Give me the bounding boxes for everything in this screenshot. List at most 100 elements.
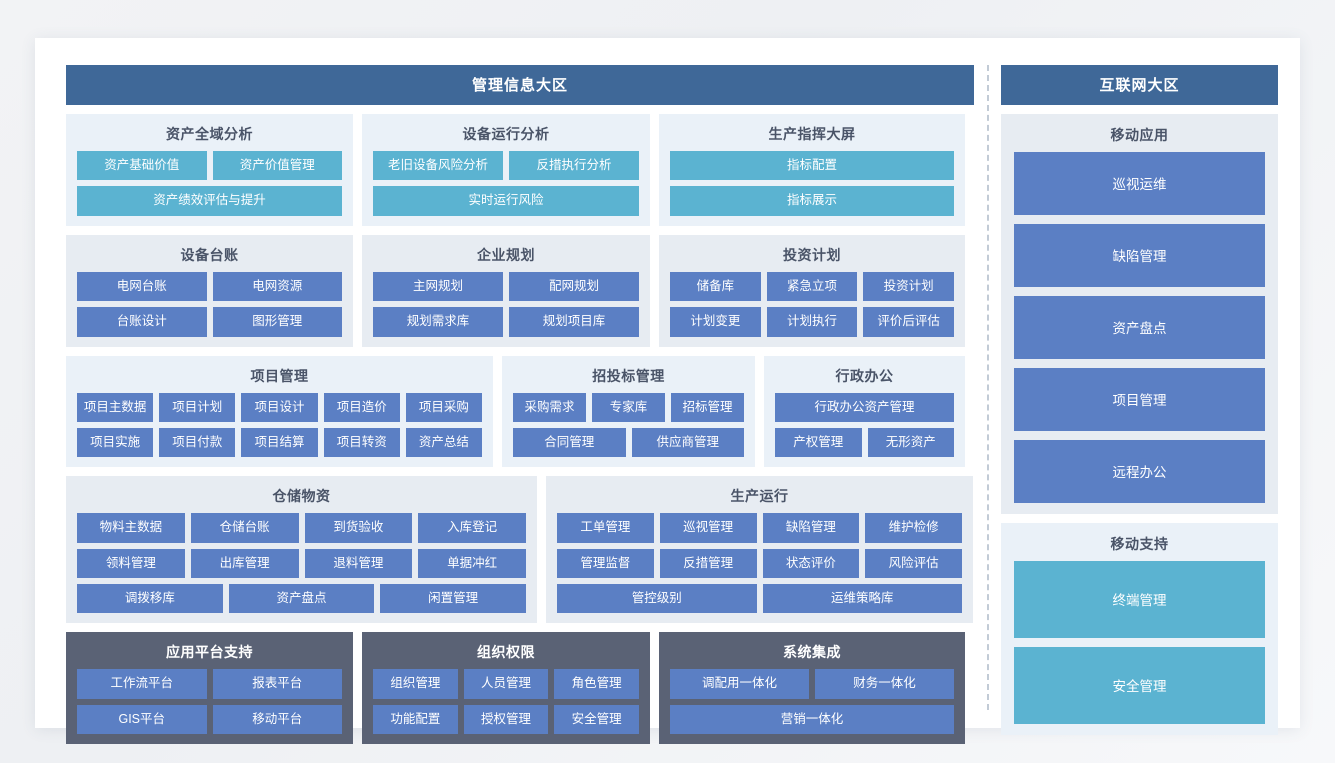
button-row: 工单管理巡视管理缺陷管理维护检修 [557,513,962,543]
module-button[interactable]: 到货验收 [304,513,413,543]
module-button[interactable]: 项目主数据 [77,392,154,422]
module-button[interactable]: 远程办公 [1014,440,1265,503]
region-divider-dashed [974,65,1001,710]
module-button[interactable]: 授权管理 [463,704,549,735]
module-button[interactable]: GIS平台 [77,704,207,735]
module-button[interactable]: 入库登记 [418,513,526,543]
module-button[interactable]: 项目管理 [1014,368,1265,431]
module-button[interactable]: 计划执行 [766,307,858,337]
module-button[interactable]: 巡视管理 [659,513,757,543]
button-row: 管控级别运维策略库 [557,584,962,614]
button-row: 资产绩效评估与提升 [77,186,342,216]
module-button[interactable]: 实时运行风险 [373,186,639,216]
module-button[interactable]: 调拨移库 [77,584,223,614]
module-button[interactable]: 安全管理 [554,704,640,735]
module-button[interactable]: 维护检修 [865,513,962,543]
module-button[interactable]: 专家库 [592,392,665,422]
module-button[interactable]: 运维策略库 [762,584,962,614]
region-header-management-information: 管理信息大区 [66,65,974,105]
module-button[interactable]: 安全管理 [1014,647,1265,724]
module-button[interactable]: 项目转资 [323,427,400,458]
module-button[interactable]: 出库管理 [190,548,299,578]
group-row: 项目管理项目主数据项目计划项目设计项目造价项目采购项目实施项目付款项目结算项目转… [66,355,974,468]
module-button[interactable]: 项目实施 [77,427,154,458]
module-button[interactable]: 缺陷管理 [762,513,860,543]
module-button[interactable]: 供应商管理 [631,427,744,458]
module-button[interactable]: 指标展示 [670,186,954,216]
module-button[interactable]: 终端管理 [1014,561,1265,638]
module-button[interactable]: 营销一体化 [670,704,954,735]
module-button[interactable]: 资产价值管理 [212,151,342,181]
module-button[interactable]: 电网资源 [212,271,342,302]
module-button[interactable]: 管理监督 [557,548,654,578]
group-title: 资产全域分析 [166,126,253,142]
module-button[interactable]: 项目设计 [241,392,318,422]
module-button[interactable]: 资产总结 [405,427,483,458]
module-button[interactable]: 项目计划 [159,392,236,422]
module-button[interactable]: 功能配置 [373,704,458,735]
module-button[interactable]: 组织管理 [373,669,458,699]
module-button[interactable]: 领料管理 [77,548,185,578]
module-button[interactable]: 采购需求 [513,392,586,422]
module-button[interactable]: 管控级别 [557,584,757,614]
module-button[interactable]: 工作流平台 [77,669,207,699]
module-button[interactable]: 单据冲红 [418,548,526,578]
module-button[interactable]: 项目采购 [405,392,483,422]
module-button[interactable]: 计划变更 [670,307,761,337]
button-row: 物料主数据仓储台账到货验收入库登记 [77,513,526,543]
module-button[interactable]: 项目造价 [323,392,400,422]
module-button[interactable]: 状态评价 [762,548,860,578]
module-button[interactable]: 仓储台账 [190,513,299,543]
module-button[interactable]: 人员管理 [463,669,549,699]
module-button[interactable]: 财务一体化 [815,669,954,699]
group-card: 组织权限组织管理人员管理角色管理功能配置授权管理安全管理 [362,632,650,745]
module-button[interactable]: 电网台账 [77,271,207,302]
group-card: 生产运行工单管理巡视管理缺陷管理维护检修管理监督反措管理状态评价风险评估管控级别… [546,476,973,624]
module-button[interactable]: 无形资产 [867,427,954,458]
module-button[interactable]: 资产绩效评估与提升 [77,186,342,216]
module-button[interactable]: 项目结算 [241,427,318,458]
group-card: 企业规划主网规划配网规划规划需求库规划项目库 [362,234,650,347]
module-button[interactable]: 资产基础价值 [77,151,207,181]
module-button[interactable]: 合同管理 [513,427,626,458]
button-row: GIS平台移动平台 [77,704,342,735]
module-button[interactable]: 评价后评估 [863,307,955,337]
module-button[interactable]: 报表平台 [212,669,342,699]
button-row: 工作流平台报表平台 [77,669,342,699]
module-button[interactable]: 配网规划 [509,271,639,302]
module-button[interactable]: 规划项目库 [509,307,639,337]
module-button[interactable]: 指标配置 [670,151,954,181]
group-title: 企业规划 [477,246,535,263]
module-button[interactable]: 规划需求库 [373,307,503,337]
module-button[interactable]: 风险评估 [865,548,962,578]
module-button[interactable]: 主网规划 [373,271,503,302]
module-button[interactable]: 调配用一体化 [670,669,809,699]
module-button[interactable]: 闲置管理 [380,584,527,614]
module-button[interactable]: 台账设计 [77,307,207,337]
module-button[interactable]: 资产盘点 [228,584,375,614]
module-button[interactable]: 巡视运维 [1014,152,1265,215]
module-button[interactable]: 缺陷管理 [1014,224,1265,287]
module-button[interactable]: 老旧设备风险分析 [373,151,503,181]
module-button[interactable]: 物料主数据 [77,513,185,543]
button-row: 项目主数据项目计划项目设计项目造价项目采购 [77,392,483,422]
group-title: 设备台账 [180,246,239,263]
module-button[interactable]: 退料管理 [304,548,413,578]
module-button[interactable]: 反措管理 [659,548,757,578]
button-row: 老旧设备风险分析反措执行分析 [373,151,639,181]
module-button[interactable]: 移动平台 [212,704,342,735]
module-button[interactable]: 角色管理 [554,669,640,699]
module-button[interactable]: 行政办公资产管理 [775,392,954,422]
module-button[interactable]: 紧急立项 [766,271,858,302]
module-button[interactable]: 图形管理 [212,307,342,337]
diagram-canvas: 管理信息大区 资产全域分析资产基础价值资产价值管理资产绩效评估与提升设备运行分析… [35,38,1300,745]
module-button[interactable]: 反措执行分析 [509,151,639,181]
module-button[interactable]: 产权管理 [775,427,862,458]
module-button[interactable]: 资产盘点 [1014,296,1265,359]
module-button[interactable]: 招标管理 [671,392,744,422]
module-button[interactable]: 投资计划 [863,271,955,302]
module-button[interactable]: 工单管理 [557,513,654,543]
module-button[interactable]: 储备库 [670,271,761,302]
module-button[interactable]: 项目付款 [159,427,236,458]
